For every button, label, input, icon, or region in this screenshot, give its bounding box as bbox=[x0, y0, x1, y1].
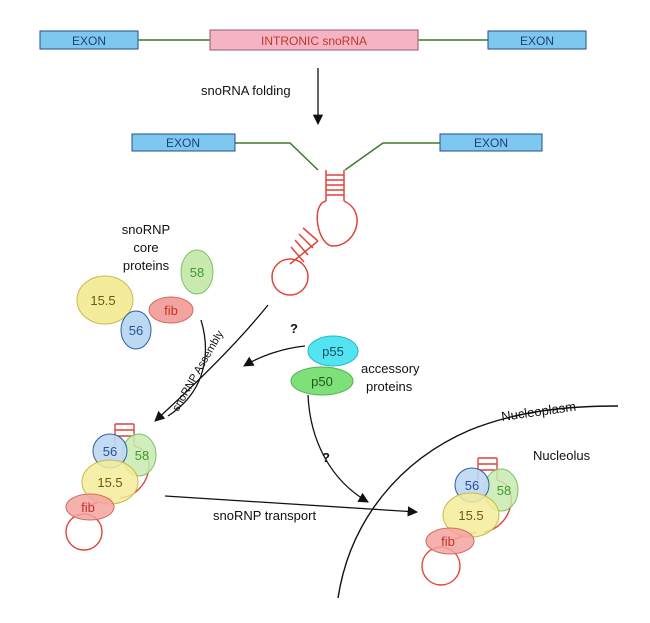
asm-right-protein-58-label: 58 bbox=[497, 483, 511, 498]
exon-label-right: EXON bbox=[520, 34, 554, 48]
asm-right-protein-fib bbox=[425, 527, 475, 555]
protein-p55 bbox=[307, 335, 359, 367]
protein-15-5-label: 15.5 bbox=[90, 293, 115, 308]
core-label-line-3: proteins bbox=[123, 258, 170, 273]
accessory-to-nucleolus-arrow bbox=[307, 394, 369, 503]
asm-right-protein-56-label: 56 bbox=[465, 478, 479, 493]
protein-fib bbox=[148, 296, 194, 324]
assembly-label: snoRNP Assembly bbox=[170, 328, 226, 413]
nucleolus-boundary bbox=[337, 405, 619, 599]
assembled-snornp-left: 58 56 15.5 fib bbox=[65, 423, 157, 551]
folded-exon-box-right bbox=[439, 133, 543, 152]
exon-box-left bbox=[39, 30, 139, 50]
protein-56-label: 56 bbox=[129, 323, 143, 338]
assembled-snornp-right: 58 56 15.5 fib bbox=[421, 457, 519, 586]
folding-label: snoRNA folding bbox=[201, 83, 291, 98]
asm-left-protein-58-label: 58 bbox=[135, 448, 149, 463]
core-label-line-1: snoRNP bbox=[122, 222, 170, 237]
proteins-to-assembly-line bbox=[167, 319, 207, 417]
exon-box-right bbox=[487, 30, 587, 50]
asm-left-protein-fib bbox=[65, 493, 115, 521]
folded-exon-box-left bbox=[131, 133, 236, 152]
transport-label: snoRNP transport bbox=[213, 508, 316, 523]
folded-exon-label-left: EXON bbox=[166, 136, 200, 150]
protein-fib-label: fib bbox=[164, 303, 178, 318]
nucleoplasm-label: Nucleoplasm bbox=[500, 399, 577, 424]
exon-label-left: EXON bbox=[72, 34, 106, 48]
asm-left-protein-15-5-label: 15.5 bbox=[97, 475, 122, 490]
accessory-to-assembly-arrow bbox=[243, 345, 306, 367]
accessory-label-line-2: proteins bbox=[366, 379, 413, 394]
protein-58 bbox=[180, 249, 214, 295]
accessory-label-line-1: accessory bbox=[361, 361, 420, 376]
folded-exon-label-right: EXON bbox=[474, 136, 508, 150]
core-proteins: snoRNP core proteins 58 15.5 fib 56 bbox=[76, 222, 214, 350]
snorna-hairpin bbox=[271, 170, 358, 296]
transport-arrow bbox=[164, 495, 419, 517]
asm-left-protein-fib-label: fib bbox=[81, 500, 95, 515]
protein-15-5 bbox=[76, 275, 134, 325]
core-label-line-2: core bbox=[133, 240, 158, 255]
protein-56 bbox=[120, 310, 152, 350]
protein-p55-label: p55 bbox=[322, 344, 344, 359]
nucleolus-label: Nucleolus bbox=[533, 448, 591, 463]
asm-right-protein-fib-label: fib bbox=[441, 534, 455, 549]
intronic-snorna-box bbox=[209, 29, 419, 51]
rna-to-assembly-arrow bbox=[154, 304, 269, 422]
protein-58-label: 58 bbox=[190, 265, 204, 280]
asm-left-protein-56-label: 56 bbox=[103, 444, 117, 459]
question-mark-lower: ? bbox=[322, 450, 330, 465]
protein-p50-label: p50 bbox=[311, 374, 333, 389]
gene-unfolded: EXON INTRONIC snoRNA EXON bbox=[39, 29, 587, 51]
gene-folded: EXON EXON bbox=[131, 133, 543, 296]
protein-p50 bbox=[290, 366, 354, 396]
asm-right-protein-15-5-label: 15.5 bbox=[458, 508, 483, 523]
question-mark-upper: ? bbox=[290, 321, 298, 336]
intronic-snorna-label: INTRONIC snoRNA bbox=[261, 34, 367, 48]
folded-linker bbox=[235, 142, 440, 171]
